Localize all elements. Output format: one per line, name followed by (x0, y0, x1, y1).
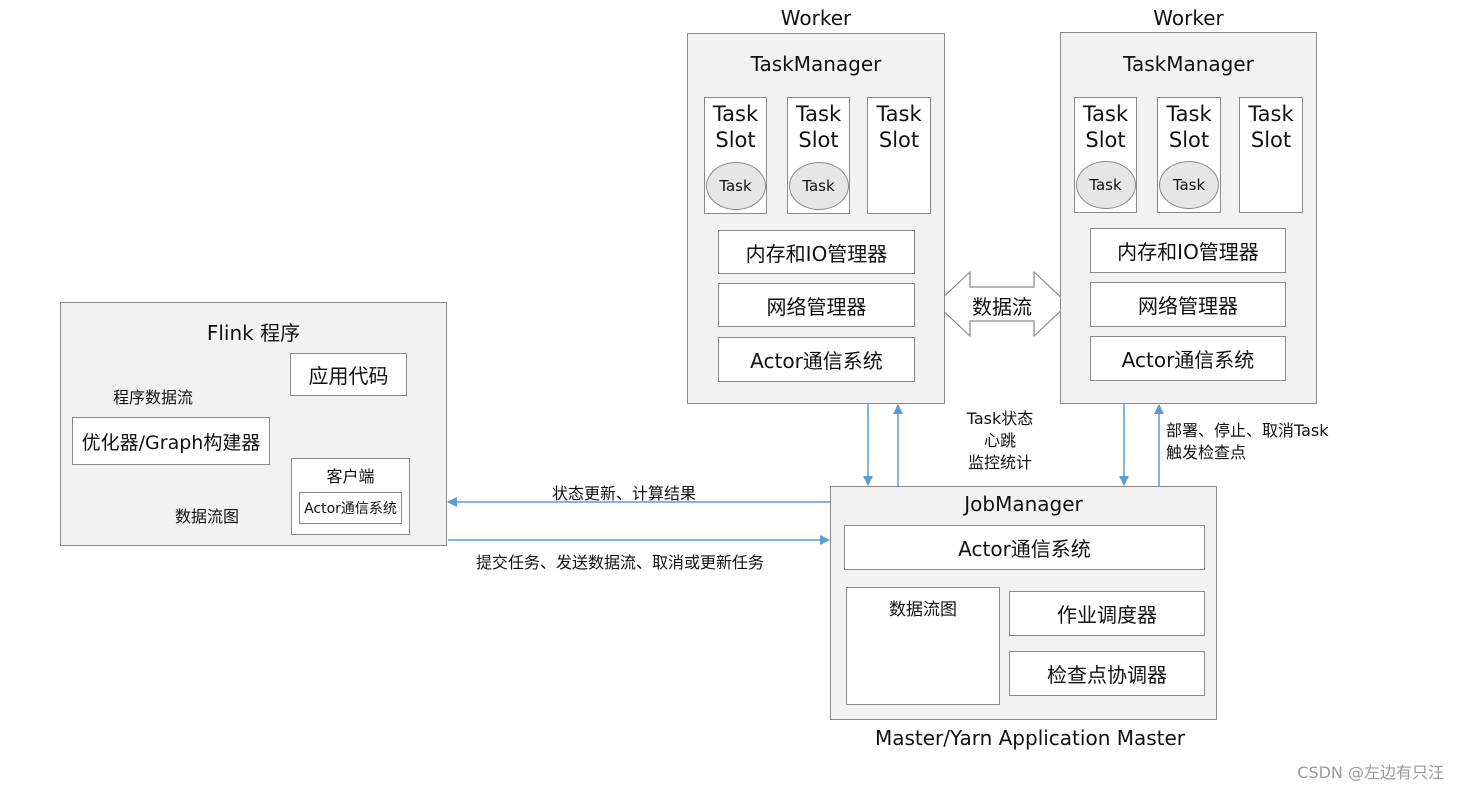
memory-io-manager: 内存和IO管理器 (1090, 228, 1286, 273)
program-dataflow-label: 程序数据流 (113, 388, 194, 407)
jm-dataflow-graph-title: 数据流图 (889, 600, 957, 620)
task-slot-label: Task Slot (795, 102, 842, 152)
client-actor-system: Actor通信系统 (299, 492, 402, 524)
optimizer-box: 优化器/Graph构建器 (72, 417, 270, 465)
jobmanager-title: JobManager (964, 492, 1083, 516)
status-update-label: 状态更新、计算结果 (552, 484, 697, 503)
app-code-box: 应用代码 (290, 353, 407, 396)
actor-system: Actor通信系统 (718, 337, 915, 382)
dataflow-graph-label: 数据流图 (175, 507, 240, 526)
network-manager: 网络管理器 (1090, 282, 1286, 327)
task-ellipse: Task (1075, 161, 1136, 209)
flink-program-panel: Flink 程序 应用代码 程序数据流 优化器/Graph构建器 数据流图 客户… (60, 302, 447, 546)
jobmanager-panel: JobManager Actor通信系统 数据流图 作业调度器 检查点协调器 (830, 486, 1217, 720)
task-ellipse: Task (705, 162, 766, 210)
memory-io-manager: 内存和IO管理器 (718, 230, 915, 274)
message-line: 部署、停止、取消Task (1166, 421, 1329, 440)
flink-program-title: Flink 程序 (206, 321, 301, 345)
taskmanager-title: TaskManager (1123, 52, 1254, 76)
task-slot-label: Task Slot (1248, 102, 1294, 152)
jm-command-messages: 部署、停止、取消Task 触发检查点 (1166, 420, 1329, 464)
message-line: 心跳 (983, 431, 1016, 450)
task-slot: Task Slot Task (787, 97, 850, 214)
client-title: 客户端 (326, 467, 375, 486)
worker-label: Worker (1153, 6, 1224, 30)
submit-job-label: 提交任务、发送数据流、取消或更新任务 (476, 553, 765, 572)
tm-status-messages: Task状态 心跳 监控统计 (960, 408, 1040, 474)
checkpoint-coordinator-box: 检查点协调器 (1009, 651, 1205, 696)
csdn-watermark: CSDN @左边有只汪 (1297, 763, 1444, 782)
jm-actor-system: Actor通信系统 (844, 525, 1205, 570)
task-ellipse: Task (1159, 161, 1219, 209)
task-slot-empty: Task Slot (1239, 97, 1303, 213)
data-stream-label: 数据流 (972, 295, 1032, 319)
task-slot-label: Task Slot (712, 102, 759, 152)
task-slot-label: Task Slot (1082, 102, 1129, 152)
task-slot: Task Slot Task (1157, 97, 1221, 213)
worker-label: Worker (780, 6, 852, 30)
task-ellipse: Task (788, 162, 849, 210)
taskmanager-panel: TaskManager Task Slot Task Task Slot Tas… (687, 33, 945, 404)
message-line: 监控统计 (967, 453, 1032, 472)
task-slot: Task Slot Task (704, 97, 767, 214)
network-manager: 网络管理器 (718, 283, 915, 327)
message-line: Task状态 (966, 409, 1034, 428)
task-slot-label: Task Slot (1166, 102, 1212, 152)
task-slot: Task Slot Task (1074, 97, 1137, 213)
taskmanager-panel: TaskManager Task Slot Task Task Slot Tas… (1060, 32, 1317, 404)
job-scheduler-box: 作业调度器 (1009, 591, 1205, 636)
taskmanager-title: TaskManager (750, 52, 882, 76)
task-slot-empty: Task Slot (867, 97, 931, 214)
master-label: Master/Yarn Application Master (874, 726, 1186, 750)
actor-system: Actor通信系统 (1090, 336, 1286, 381)
client-box: 客户端 Actor通信系统 (291, 458, 410, 535)
task-slot-label: Task Slot (876, 102, 922, 152)
jm-dataflow-graph-box: 数据流图 (846, 587, 1000, 705)
message-line: 触发检查点 (1166, 443, 1247, 462)
